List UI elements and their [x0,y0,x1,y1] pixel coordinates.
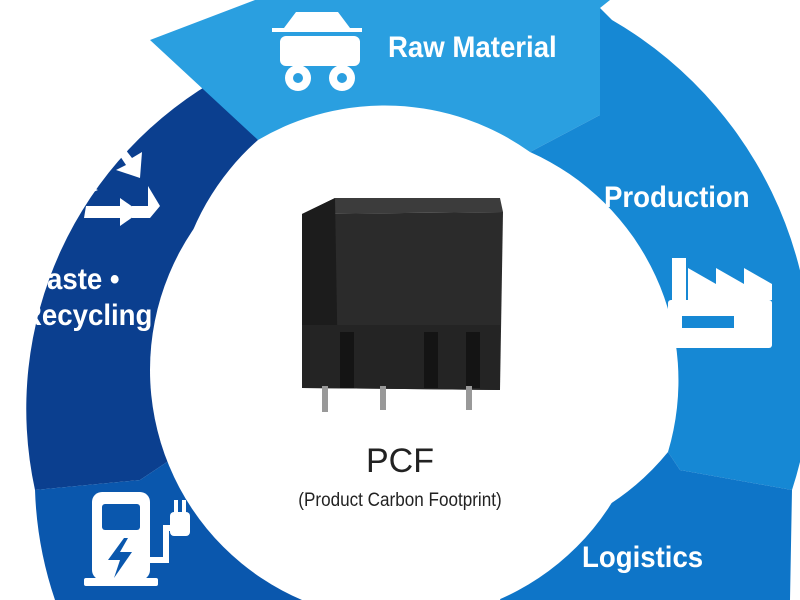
pcf-title: PCF [366,442,434,480]
relay-product-image [302,198,503,412]
production-label: Production [604,181,750,214]
segment-raw-material [150,0,610,152]
waste-recycling-label: Waste • Recycling [22,263,153,332]
logistics-label: Logistics [582,541,704,574]
pcf-subtitle: (Product Carbon Footprint) [298,490,502,511]
segment-logistics [500,452,792,600]
segment-waste-recycling [26,75,258,490]
mine-cart-icon [272,12,362,91]
factory-icon [668,258,772,348]
segment-production [530,8,800,490]
ev-charger-icon [84,492,190,586]
recycle-icon [70,140,160,226]
raw-material-label: Raw Material [388,31,557,64]
